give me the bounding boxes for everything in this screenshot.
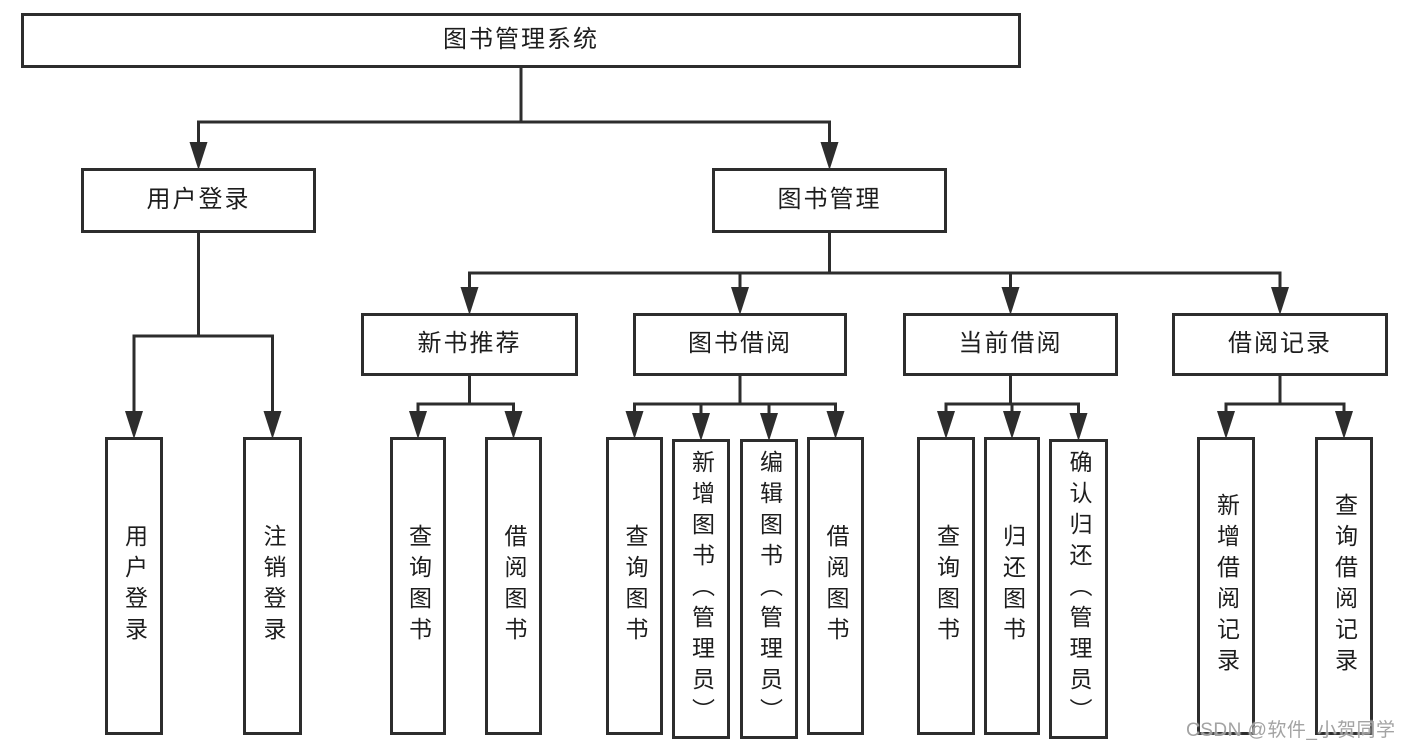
node-label: 新书推荐	[417, 330, 522, 358]
tree-node-user-login-branch: 用户登录	[81, 168, 316, 233]
arrowhead-icon	[937, 411, 955, 439]
node-label: 查询图书	[405, 524, 432, 648]
tree-node-new-book-recommendation: 新书推荐	[361, 313, 578, 376]
arrowhead-icon	[692, 413, 710, 441]
tree-node-book-management: 图书管理	[712, 168, 947, 233]
tree-node-leaf-add-books-admin: 新增图书（管理员）	[672, 439, 730, 739]
arrowhead-icon	[625, 411, 644, 439]
node-label: 图书管理系统	[443, 26, 599, 54]
arrowhead-icon	[263, 411, 282, 439]
tree-node-borrowing-records: 借阅记录	[1172, 313, 1388, 376]
node-label: 查询借阅记录	[1331, 493, 1358, 679]
node-label: 归还图书	[999, 524, 1026, 648]
arrowhead-icon	[504, 411, 523, 439]
node-label: 用户登录	[146, 186, 251, 214]
arrowhead-icon	[1335, 411, 1353, 439]
arrowhead-icon	[1271, 287, 1289, 315]
tree-node-leaf-borrow-books-2: 借阅图书	[807, 437, 864, 735]
node-label: 新增借阅记录	[1213, 493, 1240, 679]
tree-node-leaf-query-books-2: 查询图书	[606, 437, 663, 735]
tree-node-leaf-query-books-3: 查询图书	[917, 437, 975, 735]
arrowhead-icon	[731, 287, 749, 315]
arrowhead-icon	[125, 411, 143, 439]
node-label: 图书借阅	[688, 330, 792, 358]
arrowhead-icon	[760, 413, 778, 441]
arrowhead-icon	[1003, 411, 1021, 439]
tree-node-leaf-add-borrow-record: 新增借阅记录	[1197, 437, 1255, 735]
node-label: 当前借阅	[958, 330, 1063, 358]
node-label: 借阅记录	[1228, 330, 1332, 358]
node-label: 查询图书	[933, 524, 960, 648]
arrowhead-icon	[1069, 413, 1088, 441]
node-label: 查询图书	[622, 524, 648, 648]
node-label: 确认归还（管理员）	[1066, 449, 1092, 729]
node-label: 新增图书（管理员）	[688, 449, 715, 729]
tree-node-book-borrowing: 图书借阅	[633, 313, 847, 376]
tree-node-leaf-query-borrow-record: 查询借阅记录	[1315, 437, 1373, 735]
tree-node-leaf-user-login: 用户登录	[105, 437, 163, 735]
arrowhead-icon	[1217, 411, 1235, 439]
watermark: CSDN @软件_小贺同学	[1186, 720, 1396, 741]
tree-node-current-borrowing: 当前借阅	[903, 313, 1118, 376]
tree-node-root-system: 图书管理系统	[21, 13, 1021, 68]
arrowhead-icon	[826, 411, 845, 439]
node-label: 用户登录	[121, 524, 148, 648]
arrowhead-icon	[409, 411, 427, 439]
node-label: 图书管理	[777, 186, 882, 214]
arrowhead-icon	[1001, 287, 1020, 315]
node-label: 注销登录	[260, 524, 286, 648]
tree-node-leaf-return-books: 归还图书	[984, 437, 1040, 735]
node-label: 编辑图书（管理员）	[756, 449, 783, 729]
arrowhead-icon	[820, 142, 839, 170]
node-label: 借阅图书	[823, 524, 849, 648]
tree-node-leaf-borrow-books-1: 借阅图书	[485, 437, 542, 735]
tree-node-leaf-query-books-1: 查询图书	[390, 437, 446, 735]
tree-node-leaf-logout: 注销登录	[243, 437, 302, 735]
arrowhead-icon	[460, 287, 479, 315]
node-label: 借阅图书	[501, 524, 527, 648]
tree-node-leaf-confirm-return-admin: 确认归还（管理员）	[1049, 439, 1108, 739]
arrowhead-icon	[189, 142, 208, 170]
tree-node-leaf-edit-books-admin: 编辑图书（管理员）	[740, 439, 798, 739]
